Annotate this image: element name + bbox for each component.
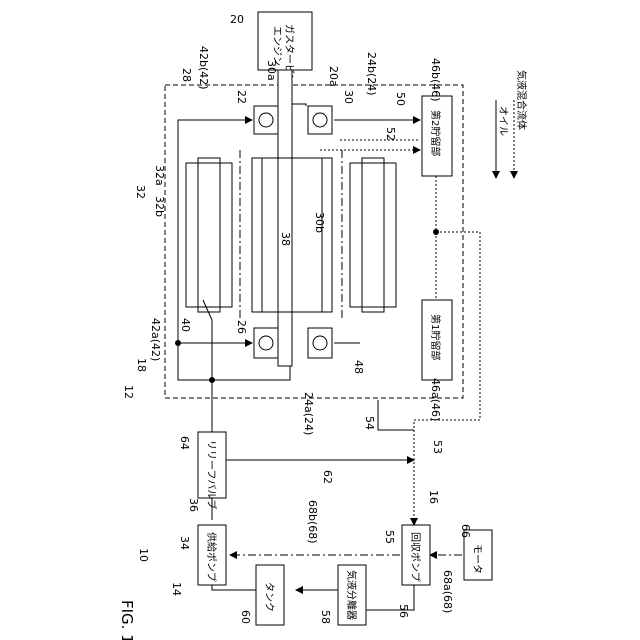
bearing-22-ball [259,113,273,127]
figure-ref: 10 [137,548,150,562]
bearing-26-ball [259,336,273,350]
label-62: 62 [321,470,334,484]
legend-mix: 気液混合流体 [515,70,528,130]
label-54: 54 [363,416,376,430]
label-42b: 42b(42) [197,46,210,90]
stage2-text: 第2貯留部 [429,110,442,156]
label-20a: 20a [327,66,340,87]
label-40: 40 [179,318,192,332]
label-46a: 46a(46) [429,378,442,421]
label-12: 12 [122,385,135,399]
label-66: 66 [459,524,472,538]
bearing-24b-ball [313,113,327,127]
stator-32a [198,158,220,312]
label-28: 28 [180,68,193,82]
label-30: 30 [342,90,355,104]
label-32a: 32a [153,165,166,186]
engine-id: 20 [230,13,244,26]
label-32: 32 [134,185,147,199]
label-30b: 30b [313,212,326,233]
label-22: 22 [235,90,248,104]
label-38: 38 [279,232,292,246]
label-16: 16 [427,490,440,504]
separator-text: 気液分離器 [345,570,358,620]
relief-valve-text: リリーフバルブ [205,440,218,509]
junction-2 [175,340,181,346]
label-60: 60 [239,610,252,624]
figure-title: FIG. 1 [118,600,136,640]
label-32b: 32b [153,196,166,217]
tank-text: タンク [263,582,275,612]
label-30a: 30a [265,60,278,81]
motor-text: モータ [471,544,483,574]
label-36: 36 [187,498,200,512]
label-68b: 68b(68) [306,500,319,544]
label-55: 55 [383,530,396,544]
shaft-30 [278,70,292,366]
label-24b: 24b(24) [365,52,378,96]
label-56: 56 [397,604,410,618]
label-14: 14 [170,582,183,596]
stator-right [362,158,384,312]
junction-3 [433,229,439,235]
label-52: 52 [384,127,397,141]
label-42a: 42a(42) [149,318,162,361]
stage1-text: 第1貯留部 [429,314,442,360]
label-18: 18 [135,358,148,372]
supply-pump-text: 供給ポンプ [205,532,218,582]
label-50: 50 [394,92,407,106]
label-53: 53 [431,440,444,454]
label-58: 58 [319,610,332,624]
label-26: 26 [235,320,248,334]
label-34: 34 [178,536,191,550]
label-24a: 24a(24) [302,392,315,435]
junction-1 [209,377,215,383]
label-64: 64 [178,436,191,450]
label-48: 48 [352,360,365,374]
recovery-pump-text: 回収ポンプ [409,532,421,582]
legend-oil: オイル [497,106,509,136]
label-68a: 68a(68) [441,570,454,613]
label-46b: 46b(46) [429,58,442,102]
bearing-24a-ball [313,336,327,350]
